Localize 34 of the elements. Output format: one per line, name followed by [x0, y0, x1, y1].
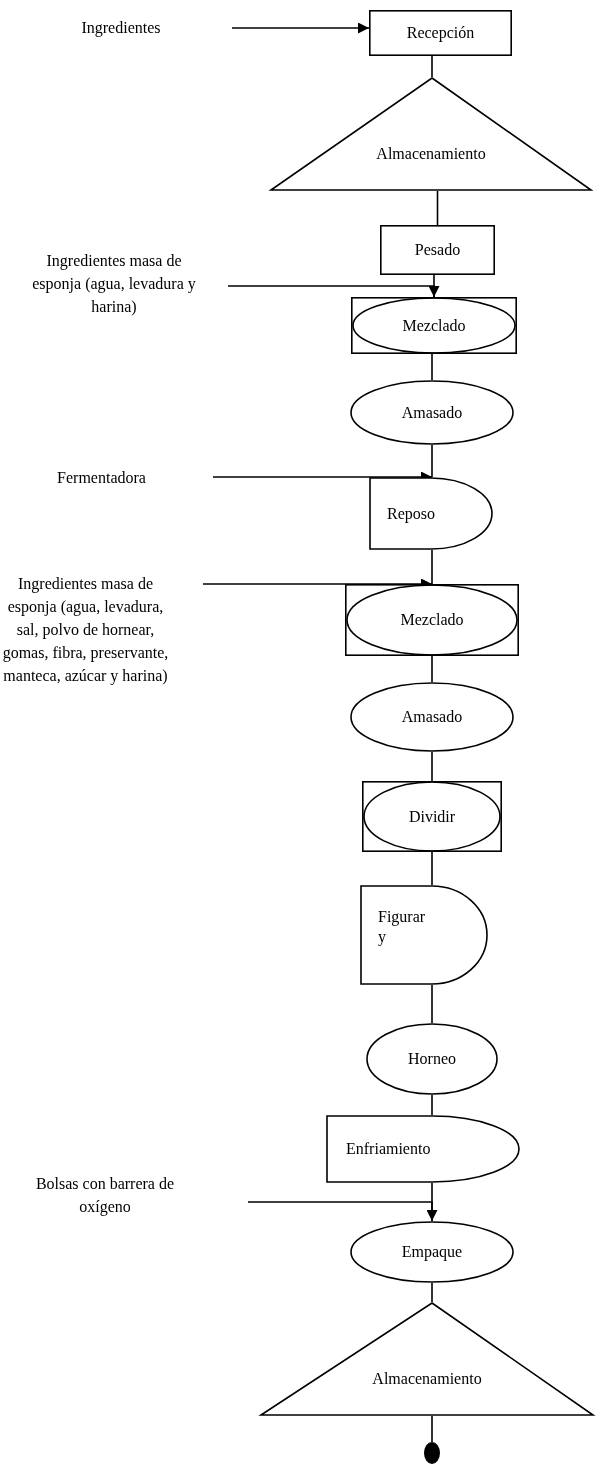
connector-line: [436, 190, 439, 226]
connector-line: [431, 655, 433, 683]
connector-line: [431, 851, 433, 886]
step-label: Reposo: [387, 503, 435, 524]
arrow: [247, 1201, 438, 1222]
step-label: Almacenamiento: [372, 1369, 482, 1389]
step-label: Pesado: [414, 240, 461, 260]
step-label: Amasado: [401, 402, 463, 423]
step-label: Dividir: [408, 806, 456, 827]
step-label: Amasado: [401, 707, 463, 727]
connector-line: [431, 1415, 433, 1443]
step-label: Almacenamiento: [376, 144, 486, 164]
input-label: Ingredientes masa de esponja (agua, levadura y harina): [30, 249, 228, 318]
connector-line: [431, 1282, 433, 1303]
connector-line: [431, 55, 433, 78]
input-label: Ingredientes masa de esponja (agua, levadura, sal, polvo de hornear, gomas, fibra, preservante, manteca, azúcar y harina): [0, 572, 203, 687]
arrow: [227, 285, 440, 298]
input-label: Fermentadora: [30, 466, 213, 489]
step-label: Empaque: [401, 1242, 463, 1262]
connector-line: [431, 444, 433, 478]
step-label: Enfriamiento: [346, 1139, 431, 1159]
arrow: [231, 22, 370, 34]
connector-line: [431, 549, 433, 585]
connector-line: [431, 1094, 433, 1116]
step-label: Recepción: [406, 23, 475, 43]
step-label: Figurar y: [378, 907, 427, 947]
step-label: Mezclado: [400, 610, 464, 630]
connector-line: [431, 353, 433, 381]
input-label: Bolsas con barrera de oxígeno: [10, 1172, 248, 1218]
input-label: Ingredientes: [40, 16, 232, 39]
connector-line: [431, 751, 433, 782]
step-label: Mezclado: [402, 315, 466, 336]
connector-line: [431, 984, 433, 1024]
step-label: Horneo: [408, 1049, 456, 1069]
